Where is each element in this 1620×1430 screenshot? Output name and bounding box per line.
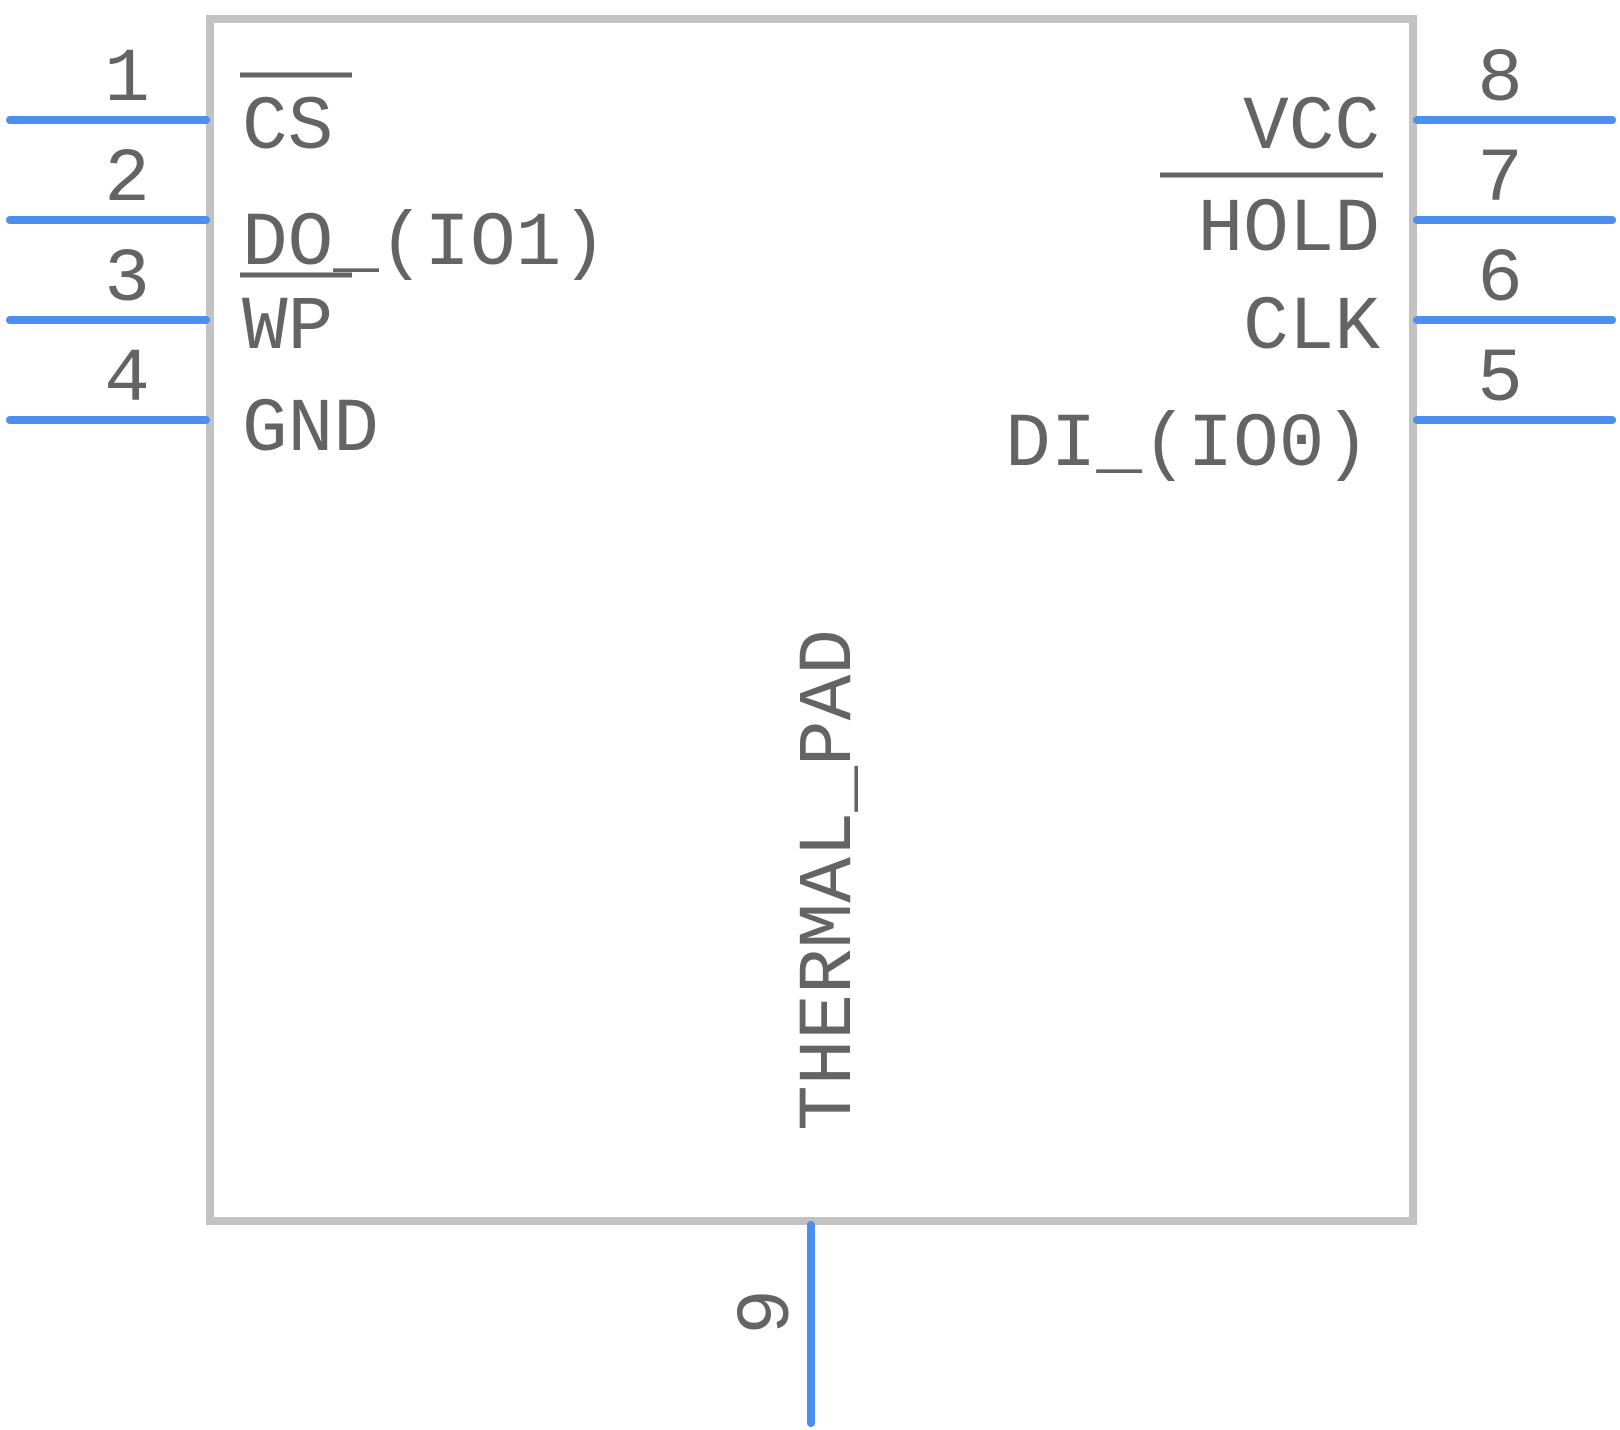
pin-name-hold: HOLD [1198, 187, 1380, 273]
pin-number-2: 2 [104, 137, 150, 223]
pin-number-5: 5 [1477, 337, 1523, 423]
right-pins [1413, 116, 1616, 424]
ic-body-outline [206, 15, 1417, 1225]
left-pins [6, 116, 210, 424]
pin-number-8: 8 [1477, 37, 1523, 123]
pin-number-6: 6 [1477, 237, 1523, 323]
pin-number-4: 4 [104, 337, 150, 423]
pin-name-vcc: VCC [1243, 85, 1380, 171]
pin-name-thermal-pad: THERMAL_PAD [787, 629, 873, 1131]
pin-number-3: 3 [104, 237, 150, 323]
pin-number-9: 9 [725, 1289, 811, 1335]
pin-name-di-io0: DI_(IO0) [1005, 402, 1370, 488]
pin-name-clk: CLK [1243, 285, 1380, 371]
pin-number-7: 7 [1477, 137, 1523, 223]
pin-name-wp: WP [242, 285, 333, 371]
pin-number-1: 1 [104, 37, 150, 123]
pin-name-cs: CS [242, 85, 333, 171]
pin-name-gnd: GND [242, 387, 379, 473]
